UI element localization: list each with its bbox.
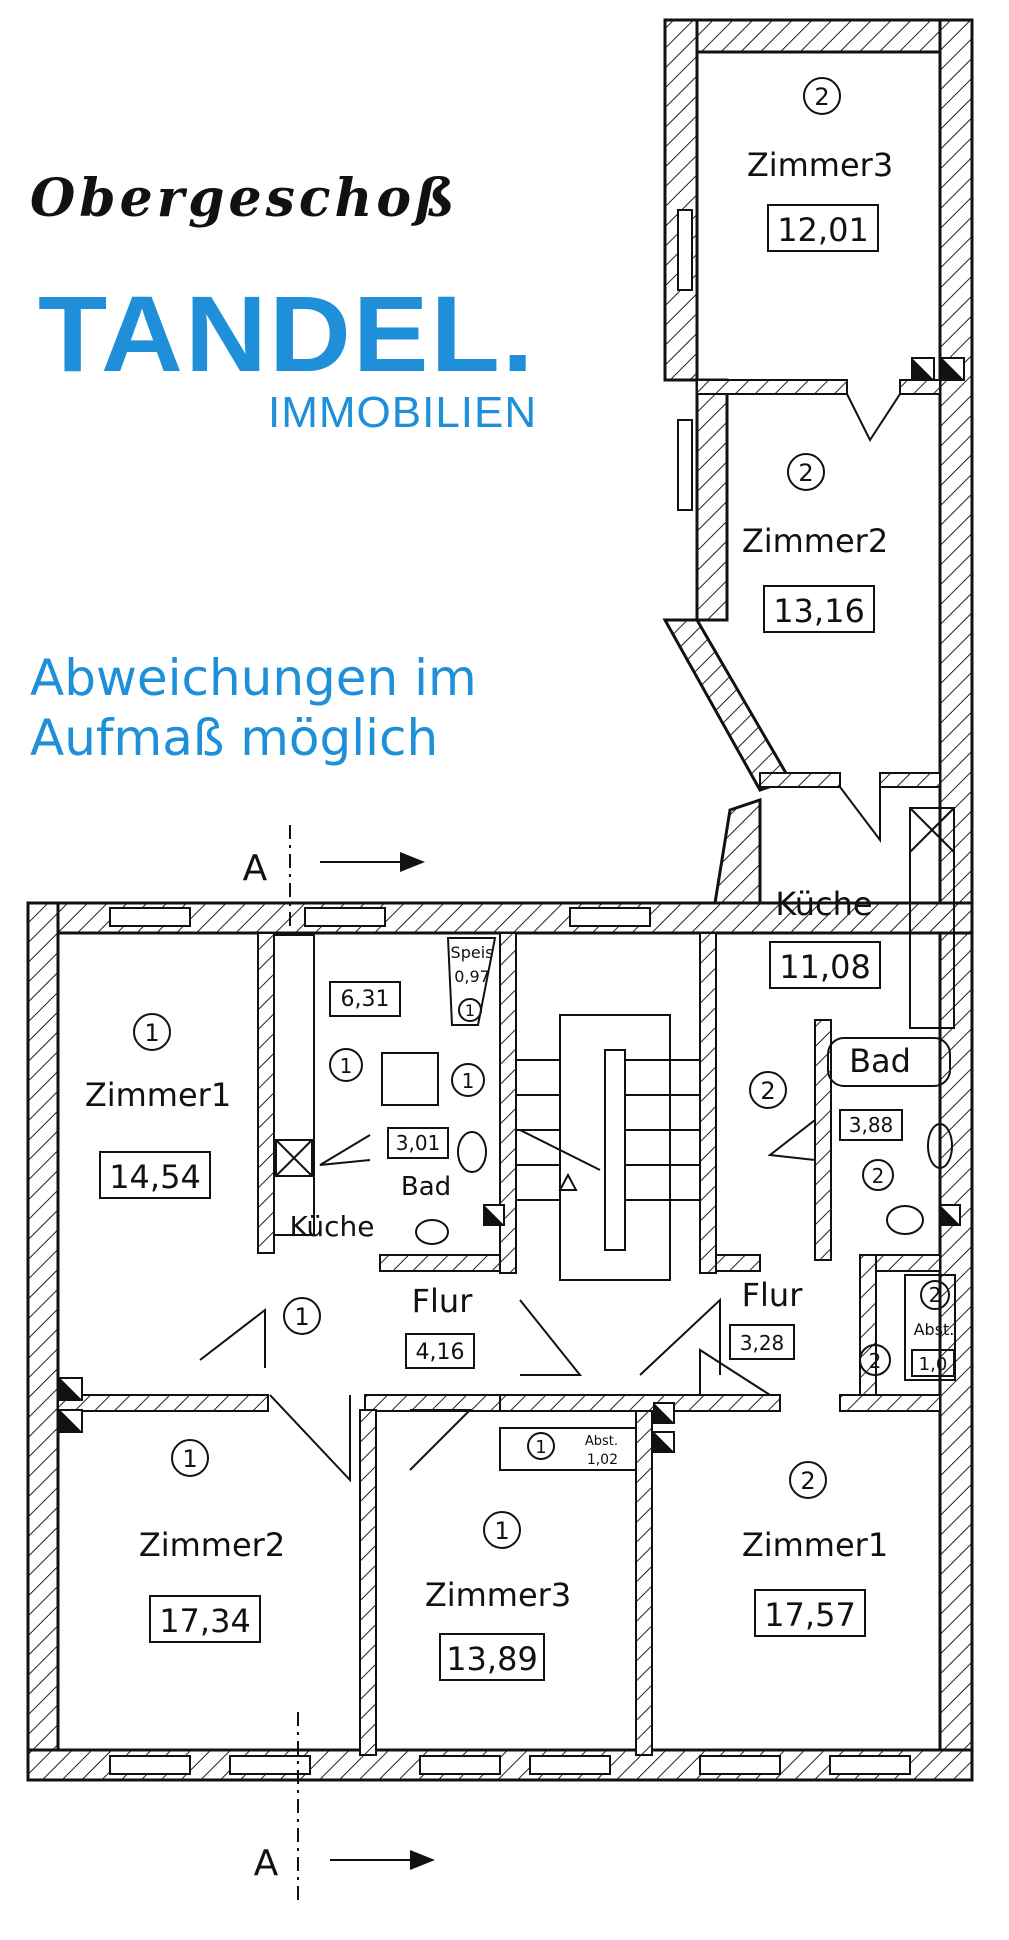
label-speis: Speis 0,97 1 bbox=[451, 943, 494, 1022]
svg-text:1: 1 bbox=[182, 1445, 197, 1473]
svg-text:2: 2 bbox=[800, 1467, 815, 1495]
svg-text:Zimmer3: Zimmer3 bbox=[747, 146, 893, 184]
label-abst-right: 2 Abst. 1,0 bbox=[911, 1280, 955, 1377]
svg-text:2: 2 bbox=[872, 1164, 885, 1188]
svg-text:Zimmer3: Zimmer3 bbox=[425, 1576, 571, 1614]
label-upper-zimmer2: 2 Zimmer2 13,16 bbox=[742, 453, 888, 633]
label-kueche-left: 6,31 1 Küche bbox=[289, 981, 401, 1243]
svg-text:12,01: 12,01 bbox=[777, 211, 869, 249]
page-title: Obergeschoß bbox=[30, 168, 459, 229]
section-lines bbox=[289, 825, 435, 1900]
svg-text:2: 2 bbox=[760, 1077, 775, 1105]
label-kueche-right: Küche 11,08 bbox=[769, 885, 881, 989]
svg-text:Flur: Flur bbox=[412, 1282, 474, 1320]
svg-text:13,16: 13,16 bbox=[773, 592, 865, 630]
svg-text:2: 2 bbox=[798, 459, 813, 487]
svg-text:Zimmer2: Zimmer2 bbox=[742, 522, 888, 560]
disclaimer-note: Abweichungen im Aufmaß möglich bbox=[30, 648, 477, 768]
disclaimer-line-1: Abweichungen im bbox=[30, 649, 477, 707]
svg-text:Abst.: Abst. bbox=[914, 1320, 955, 1339]
svg-text:1: 1 bbox=[294, 1303, 309, 1331]
svg-text:3,28: 3,28 bbox=[740, 1331, 785, 1355]
svg-text:11,08: 11,08 bbox=[779, 948, 871, 986]
svg-text:Bad: Bad bbox=[849, 1042, 911, 1080]
label-zimmer3-left: 1 Zimmer3 13,89 bbox=[425, 1511, 571, 1681]
svg-text:2: 2 bbox=[814, 83, 829, 111]
svg-text:Abst.: Abst. bbox=[585, 1434, 618, 1449]
label-upper-zimmer3: 2 Zimmer3 12,01 bbox=[747, 77, 893, 252]
svg-text:2: 2 bbox=[929, 1283, 942, 1307]
label-zimmer2-left: 1 Zimmer2 17,34 bbox=[139, 1439, 285, 1643]
svg-text:4,16: 4,16 bbox=[416, 1340, 465, 1365]
svg-text:Küche: Küche bbox=[289, 1210, 374, 1243]
label-bad-right: Bad 3,88 2 bbox=[839, 1042, 911, 1191]
svg-text:1: 1 bbox=[144, 1019, 159, 1047]
upper-wing-walls bbox=[662, 18, 974, 1782]
svg-text:14,54: 14,54 bbox=[109, 1158, 201, 1196]
svg-text:1: 1 bbox=[494, 1517, 509, 1545]
label-right-hall: 2 bbox=[749, 1071, 787, 1109]
section-marker-top: A bbox=[243, 848, 268, 889]
brand-logo-text: TANDEL. bbox=[38, 273, 536, 394]
svg-text:1: 1 bbox=[535, 1437, 546, 1458]
label-abst-left: 1 Abst. 1,02 bbox=[527, 1432, 618, 1468]
label-bad-left: 1 3,01 Bad bbox=[387, 1063, 485, 1202]
svg-text:1: 1 bbox=[465, 1001, 475, 1020]
svg-text:1: 1 bbox=[462, 1069, 475, 1093]
svg-text:1,0: 1,0 bbox=[919, 1354, 948, 1375]
svg-text:Flur: Flur bbox=[742, 1276, 804, 1314]
svg-text:13,89: 13,89 bbox=[446, 1640, 538, 1678]
svg-text:2: 2 bbox=[869, 1349, 882, 1373]
label-zimmer1-left: 1 Zimmer1 14,54 bbox=[85, 1013, 231, 1199]
label-flur-right: Flur 3,28 2 bbox=[729, 1276, 891, 1376]
brand-sub: IMMOBILIEN bbox=[268, 388, 538, 437]
svg-text:0,97: 0,97 bbox=[454, 967, 490, 986]
svg-text:17,57: 17,57 bbox=[764, 1596, 856, 1634]
staircase bbox=[516, 1014, 700, 1281]
svg-text:Küche: Küche bbox=[775, 885, 872, 923]
svg-text:1,02: 1,02 bbox=[587, 1452, 618, 1468]
svg-text:Zimmer1: Zimmer1 bbox=[85, 1076, 231, 1114]
svg-text:1: 1 bbox=[340, 1054, 353, 1078]
svg-text:3,88: 3,88 bbox=[849, 1113, 894, 1137]
svg-text:Bad: Bad bbox=[401, 1172, 451, 1202]
svg-text:Zimmer1: Zimmer1 bbox=[742, 1526, 888, 1564]
section-marker-bottom: A bbox=[254, 1843, 279, 1884]
main-building-walls bbox=[26, 807, 974, 1782]
svg-text:Speis: Speis bbox=[451, 943, 494, 962]
label-flur-left: 1 Flur 4,16 bbox=[283, 1282, 475, 1369]
svg-text:Zimmer2: Zimmer2 bbox=[139, 1526, 285, 1564]
svg-text:17,34: 17,34 bbox=[159, 1602, 251, 1640]
label-zimmer1-right: 2 Zimmer1 17,57 bbox=[742, 1461, 888, 1637]
disclaimer-line-2: Aufmaß möglich bbox=[30, 709, 439, 767]
svg-text:6,31: 6,31 bbox=[341, 987, 390, 1012]
svg-text:3,01: 3,01 bbox=[396, 1131, 441, 1155]
